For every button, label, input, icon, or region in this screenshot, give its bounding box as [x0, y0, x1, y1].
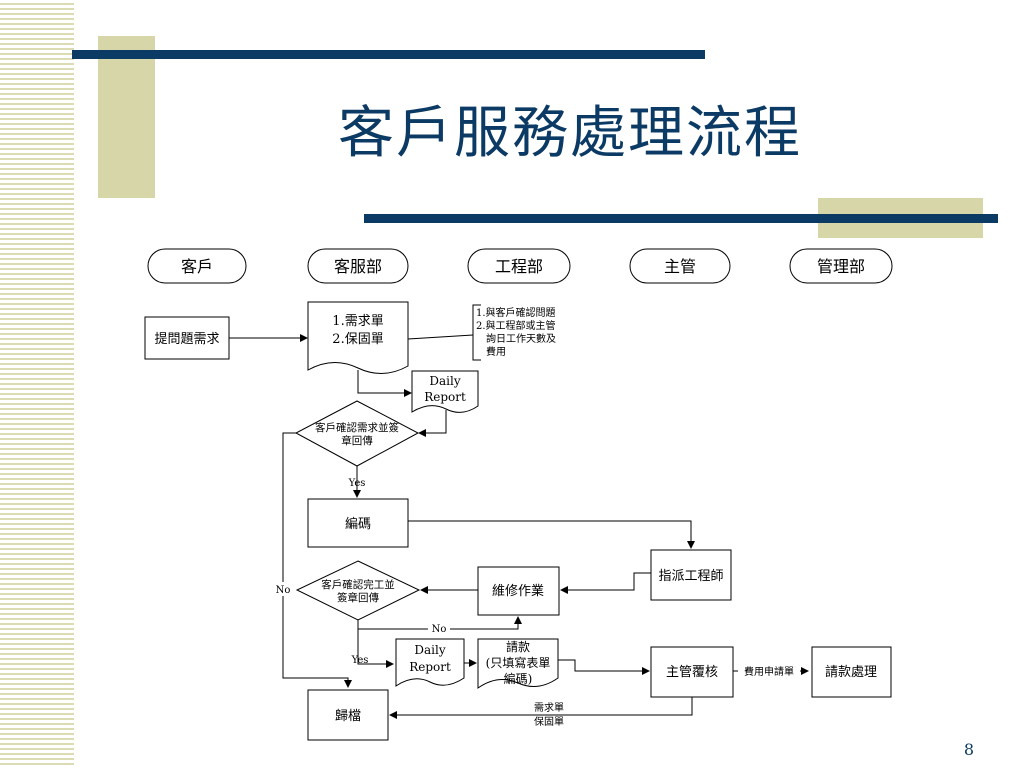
- page-number: 8: [963, 740, 974, 759]
- lane-customer-service: 客服部: [307, 248, 409, 284]
- connector-to-note: [407, 334, 474, 340]
- arrow-forms-to-daily1: [357, 370, 412, 397]
- arrow-daily1-to-confirm1: [418, 410, 447, 437]
- svg-text:歸檔: 歸檔: [335, 709, 361, 724]
- label-no-mid: No: [432, 624, 447, 635]
- lane-management: 管理部: [789, 248, 893, 284]
- svg-text:簽章回傳: 簽章回傳: [337, 591, 379, 604]
- label-archive-forms-1: 需求單: [534, 702, 564, 714]
- svg-text:工程部: 工程部: [495, 257, 543, 276]
- node-submit-request: 提問題需求: [144, 316, 230, 360]
- decorative-block-top: [98, 36, 155, 198]
- lane-supervisor: 主管: [629, 248, 731, 284]
- node-payment-request: 請款 (只填寫表單 編碼): [477, 638, 559, 689]
- svg-text:客服部: 客服部: [334, 257, 382, 276]
- node-daily-report-2: Daily Report: [395, 638, 465, 687]
- svg-text:2.與工程部或主管: 2.與工程部或主管: [476, 319, 556, 332]
- node-payment-processing: 請款處理: [811, 646, 892, 698]
- decision-customer-confirm-1: 客戶確認需求並簽 章回傳: [294, 400, 420, 467]
- svg-text:1.需求單: 1.需求單: [332, 314, 383, 329]
- svg-text:1.與客戶確認問題: 1.與客戶確認問題: [476, 306, 556, 319]
- title-bar-top: [72, 50, 705, 59]
- node-repair-work: 維修作業: [477, 566, 560, 616]
- node-supervisor-review: 主管覆核: [650, 646, 734, 698]
- svg-text:客戶確認需求並簽: 客戶確認需求並簽: [315, 421, 399, 434]
- label-yes-1: Yes: [348, 478, 366, 489]
- svg-text:指派工程師: 指派工程師: [658, 569, 723, 584]
- node-daily-report-1: Daily Report: [411, 370, 479, 413]
- decision-customer-confirm-2: 客戶確認完工並 簽章回傳: [295, 560, 421, 621]
- svg-text:管理部: 管理部: [817, 257, 865, 276]
- label-fee-application: 費用申請單: [744, 665, 794, 678]
- node-archive: 歸檔: [307, 689, 389, 741]
- svg-text:請款處理: 請款處理: [825, 665, 877, 680]
- svg-text:維修作業: 維修作業: [492, 583, 544, 599]
- svg-text:主管覆核: 主管覆核: [666, 665, 718, 680]
- no-label-bg: [274, 582, 292, 596]
- lane-engineering: 工程部: [467, 248, 571, 284]
- node-note: 1.與客戶確認問題 2.與工程部或主管 詢日工作天數及 費用: [472, 304, 556, 361]
- svg-text:客戶: 客戶: [181, 257, 213, 276]
- svg-text:提問題需求: 提問題需求: [154, 331, 219, 347]
- svg-text:編碼: 編碼: [345, 516, 371, 532]
- svg-text:Daily: Daily: [429, 374, 460, 388]
- label-no-left: No: [276, 585, 291, 596]
- lane-customer: 客戶: [147, 248, 247, 284]
- label-yes-2: Yes: [351, 655, 369, 666]
- svg-text:詢日工作天數及: 詢日工作天數及: [486, 332, 556, 345]
- svg-text:主管: 主管: [664, 257, 696, 276]
- svg-text:2.保固單: 2.保固單: [332, 332, 383, 347]
- arrow-coding-to-assign: [408, 520, 695, 549]
- title-bar-bottom: [364, 214, 998, 223]
- no-mid-label-bg: [428, 622, 450, 635]
- arrow-confirm2-yes-to-daily2: [357, 629, 394, 668]
- arrow-confirm1-no-to-archive: [282, 432, 352, 688]
- node-coding: 編碼: [307, 498, 409, 548]
- node-forms-document: 1.需求單 2.保固單: [307, 301, 409, 374]
- svg-text:請款: 請款: [506, 640, 530, 654]
- arrow-review-to-archive: [389, 697, 693, 719]
- svg-text:費用: 費用: [486, 345, 506, 358]
- fee-label-bg: [738, 664, 800, 678]
- slide-title: 客戶服務處理流程: [338, 101, 802, 166]
- decorative-stripe: [0, 0, 74, 768]
- svg-text:編碼): 編碼): [504, 671, 533, 686]
- label-archive-forms-2: 保固單: [534, 715, 564, 728]
- svg-text:Daily: Daily: [414, 643, 445, 657]
- svg-text:客戶確認完工並: 客戶確認完工並: [321, 578, 395, 591]
- svg-text:章回傳: 章回傳: [341, 434, 373, 447]
- svg-text:Report: Report: [409, 660, 451, 674]
- svg-text:Report: Report: [424, 390, 466, 404]
- arrow-request-to-review: [558, 659, 650, 675]
- arrow-assign-to-repair: [560, 572, 651, 594]
- node-assign-engineer: 指派工程師: [650, 549, 732, 601]
- svg-text:(只填寫表單: (只填寫表單: [486, 655, 551, 670]
